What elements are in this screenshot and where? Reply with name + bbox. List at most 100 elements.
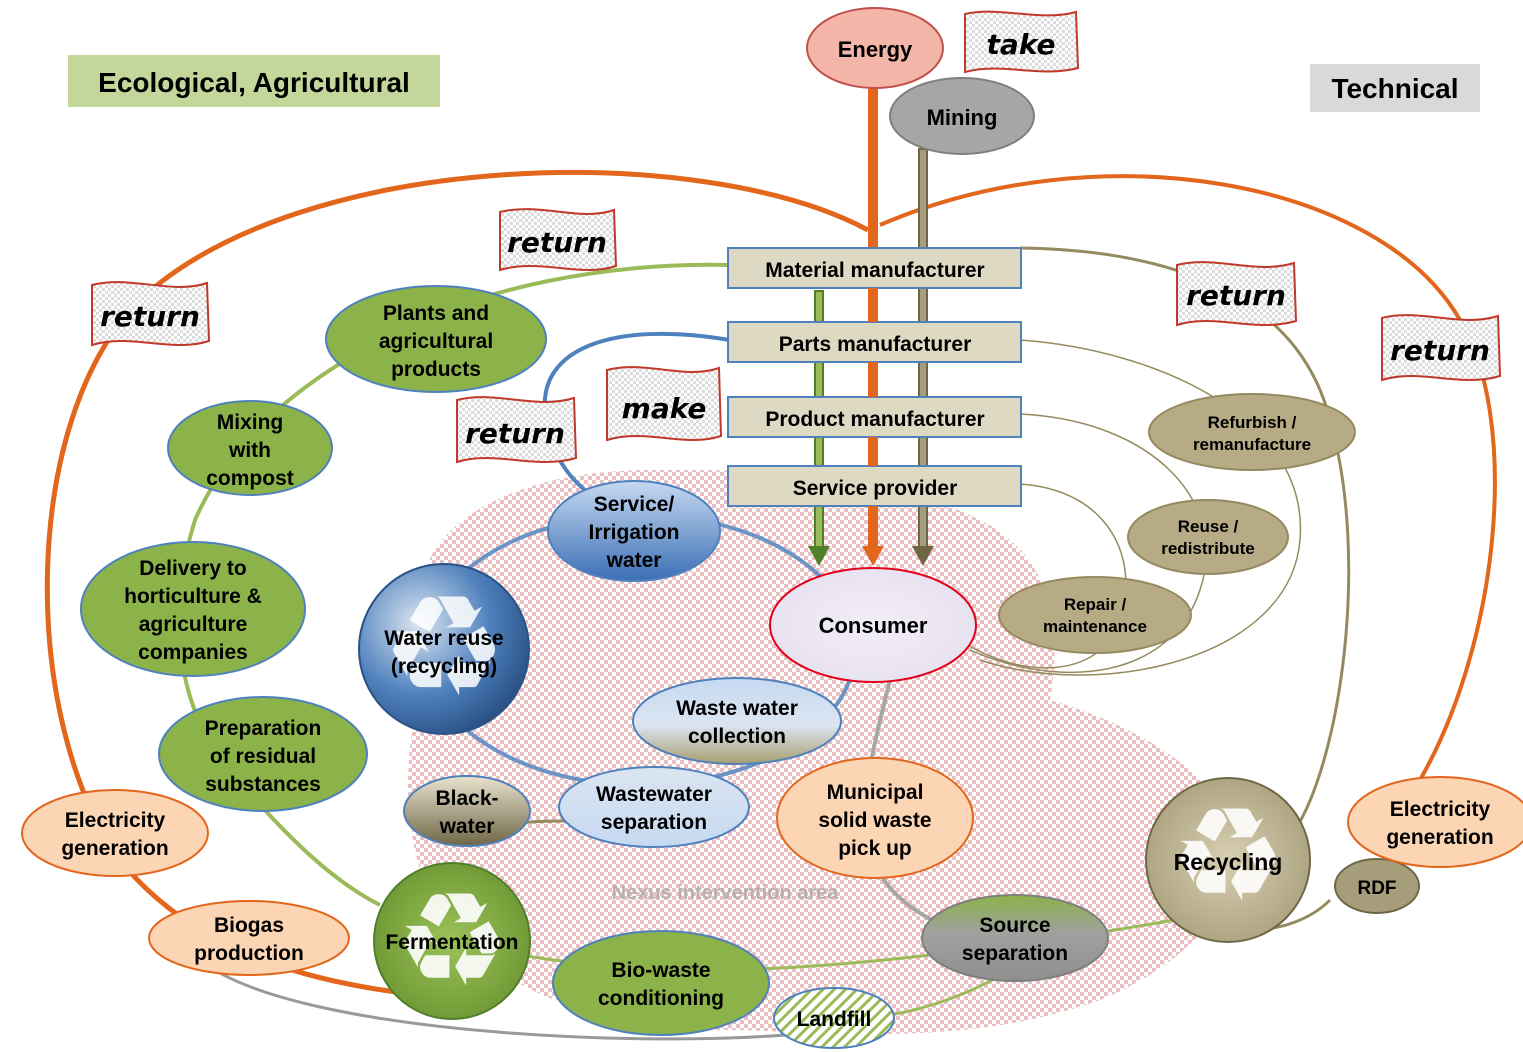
svg-text:Water reuse: Water reuse <box>384 627 503 650</box>
svg-text:companies: companies <box>138 641 248 664</box>
svg-text:make: make <box>622 392 707 425</box>
energy-node <box>806 7 944 89</box>
svg-text:with: with <box>228 439 271 462</box>
flag-return-top: return <box>499 208 618 272</box>
svg-text:take: take <box>987 28 1056 61</box>
consumer-node <box>769 567 977 683</box>
svg-text:water: water <box>439 815 495 838</box>
svg-text:Plants and: Plants and <box>383 302 489 325</box>
svg-text:production: production <box>194 942 304 965</box>
svg-text:Reuse /: Reuse / <box>1178 517 1239 536</box>
recycling-node: ♻ Recycling <box>1145 777 1311 943</box>
material-manufacturer-box: Material manufacturer <box>727 247 1022 289</box>
svg-text:separation: separation <box>962 942 1068 965</box>
svg-text:products: products <box>391 358 481 381</box>
svg-text:Electricity: Electricity <box>65 809 166 832</box>
consumer-label: Consumer <box>819 613 928 638</box>
svg-text:return: return <box>465 417 565 450</box>
recycle-symbol-icon: ♻ <box>394 864 511 1016</box>
energy-label: Energy <box>838 37 913 62</box>
svg-text:Municipal: Municipal <box>827 781 924 804</box>
svg-text:Delivery to: Delivery to <box>139 557 246 580</box>
rdf-node: RDF <box>1334 858 1420 914</box>
flag-return-mid: return <box>456 396 578 464</box>
wastewater-collection-node: Waste water collection <box>632 677 842 765</box>
energy-arrowhead <box>862 546 884 566</box>
svg-text:pick up: pick up <box>838 837 912 860</box>
preparation-node: Preparation of residual substances <box>158 696 368 812</box>
recycle-symbol-icon: ♻ <box>1170 779 1287 931</box>
mining-node <box>889 77 1035 155</box>
svg-text:Irrigation: Irrigation <box>588 521 679 544</box>
municipal-waste-node: Municipal solid waste pick up <box>776 757 974 879</box>
svg-text:return: return <box>1186 279 1286 312</box>
svg-text:Service provider: Service provider <box>793 477 958 500</box>
svg-text:agricultural: agricultural <box>379 330 493 353</box>
svg-text:compost: compost <box>206 467 294 490</box>
refurbish-node: Refurbish / remanufacture <box>1148 393 1356 471</box>
outer-orange-loop-right <box>879 174 1497 781</box>
biowaste-node: Bio-waste conditioning <box>552 930 770 1036</box>
svg-text:RDF: RDF <box>1357 878 1396 899</box>
svg-text:Source: Source <box>979 914 1050 937</box>
flag-take: take <box>964 10 1080 74</box>
svg-text:maintenance: maintenance <box>1043 617 1147 636</box>
svg-text:Parts manufacturer: Parts manufacturer <box>779 333 972 356</box>
svg-text:Service/: Service/ <box>594 493 675 516</box>
svg-text:Mixing: Mixing <box>217 411 284 434</box>
svg-text:(recycling): (recycling) <box>391 655 497 678</box>
reuse-node: Reuse / redistribute <box>1127 499 1289 575</box>
svg-text:solid waste: solid waste <box>818 809 931 832</box>
flag-return-right-outer: return <box>1381 314 1502 382</box>
svg-text:water: water <box>606 549 662 572</box>
service-provider-box: Service provider <box>727 465 1022 507</box>
repair-node: Repair / maintenance <box>998 576 1192 654</box>
electricity-generation-right: Electricity generation <box>1347 776 1523 868</box>
service-irrigation-node: Service/ Irrigation water <box>547 480 721 582</box>
water-reuse-node: ♻ Water reuse (recycling) <box>358 563 530 735</box>
blackwater-node: Black- water <box>403 775 531 847</box>
source-separation-node: Source separation <box>921 894 1109 982</box>
svg-text:return: return <box>100 300 200 333</box>
material-arrowhead <box>808 546 830 566</box>
mining-arrowhead <box>912 546 934 566</box>
nexus-label: Nexus intervention area <box>612 882 840 904</box>
recycle-symbol-icon: ♻ <box>381 566 507 729</box>
svg-text:Waste water: Waste water <box>676 697 798 720</box>
svg-text:substances: substances <box>205 773 321 796</box>
svg-text:Wastewater: Wastewater <box>596 783 712 806</box>
svg-text:Recycling: Recycling <box>1174 849 1283 875</box>
svg-text:generation: generation <box>1386 826 1493 849</box>
svg-text:Biogas: Biogas <box>214 914 284 937</box>
landfill-node: Landfill <box>773 987 895 1049</box>
flag-return-left: return <box>91 281 211 347</box>
svg-text:agriculture: agriculture <box>139 613 248 636</box>
svg-text:separation: separation <box>601 811 707 834</box>
svg-text:of residual: of residual <box>210 745 316 768</box>
plants-node: Plants and agricultural products <box>325 285 547 393</box>
blue-return-loop <box>542 331 731 502</box>
electricity-generation-left: Electricity generation <box>21 789 209 877</box>
delivery-node: Delivery to horticulture & agriculture c… <box>80 541 306 677</box>
svg-text:horticulture &: horticulture & <box>124 585 262 608</box>
svg-text:Landfill: Landfill <box>797 1008 872 1031</box>
ecological-header-text: Ecological, Agricultural <box>98 67 410 98</box>
svg-text:Bio-waste: Bio-waste <box>611 959 710 982</box>
flag-make: make <box>606 366 723 442</box>
svg-text:Repair /: Repair / <box>1064 595 1127 614</box>
technical-header <box>1310 64 1480 112</box>
reuse-loop <box>969 413 1207 673</box>
grey-bottom-arc <box>199 958 831 1041</box>
biogas-node: Biogas production <box>148 900 350 976</box>
mixing-compost-node: Mixing with compost <box>167 400 333 496</box>
svg-text:Refurbish /: Refurbish / <box>1208 413 1297 432</box>
refurbish-loop <box>979 339 1302 676</box>
svg-text:Electricity: Electricity <box>1390 798 1491 821</box>
svg-text:return: return <box>507 226 607 259</box>
svg-text:remanufacture: remanufacture <box>1193 435 1311 454</box>
svg-text:conditioning: conditioning <box>598 987 724 1010</box>
svg-text:generation: generation <box>61 837 168 860</box>
svg-text:Preparation: Preparation <box>205 717 322 740</box>
